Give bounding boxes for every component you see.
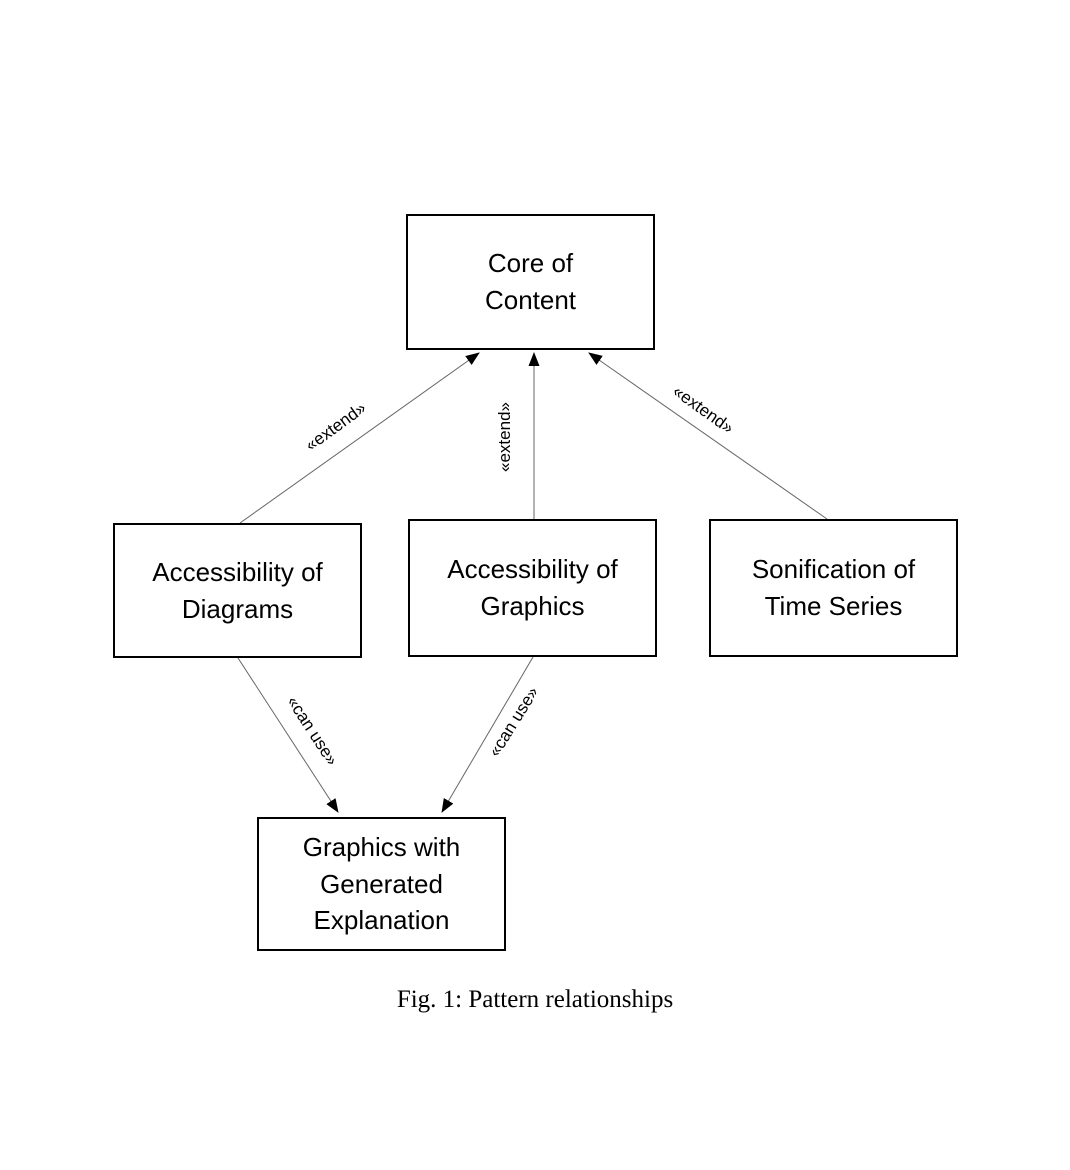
- edge-sonification-to-core: [588, 352, 828, 520]
- node-accessibility-of-graphics: Accessibility of Graphics: [408, 519, 657, 657]
- edge-diagrams-to-explanation: [237, 657, 339, 813]
- edge-diagrams-to-core: [239, 352, 480, 524]
- node-sonification-of-time-series-label: Sonification of Time Series: [751, 554, 916, 621]
- edge-graphics-to-explanation: [441, 656, 534, 813]
- node-graphics-with-generated-explanation: Graphics with Generated Explanation: [257, 817, 506, 951]
- node-accessibility-of-diagrams: Accessibility of Diagrams: [113, 523, 362, 658]
- node-core-of-content: Core of Content: [406, 214, 655, 350]
- node-accessibility-of-diagrams-label: Accessibility of Diagrams: [152, 556, 323, 624]
- node-graphics-with-generated-explanation-label: Graphics with Generated Explanation: [302, 831, 461, 936]
- edge-label-extend-graphics: «extend»: [495, 402, 514, 472]
- node-core-of-content-label: Core of Content: [484, 248, 577, 315]
- node-accessibility-of-graphics-label: Accessibility of Graphics: [447, 554, 618, 621]
- node-sonification-of-time-series: Sonification of Time Series: [709, 519, 958, 657]
- figure-caption: Fig. 1: Pattern relationships: [396, 986, 674, 1013]
